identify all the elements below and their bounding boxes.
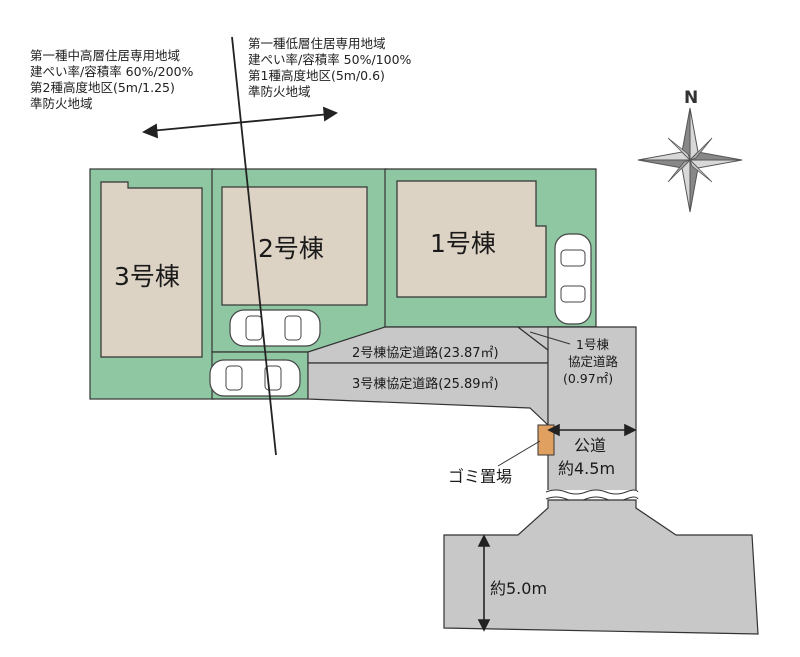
public-road-label: 公道	[574, 436, 606, 455]
zone-right-text-3: 第1種高度地区(5m/0.6)	[248, 68, 385, 83]
zone-right-text-4: 準防火地域	[248, 84, 311, 99]
car-2	[229, 309, 321, 347]
car-3	[209, 359, 301, 397]
main-road-width: 約5.0m	[490, 579, 547, 598]
road-1-leader	[529, 331, 571, 345]
zone-left-text-3: 第2種高度地区(5m/1.25)	[30, 80, 175, 95]
private-roads	[307, 326, 597, 427]
main-road-dimension	[477, 534, 491, 632]
zone-left-text-2: 建ぺい率/容積率 60%/200%	[30, 64, 194, 79]
buildings	[100, 180, 547, 358]
compass-north-label: N	[684, 88, 698, 108]
building-2	[221, 186, 368, 306]
road-2-label: 2号棟協定道路(23.87㎡)	[352, 345, 499, 361]
road-3-label: 3号棟協定道路(25.89㎡)	[352, 376, 499, 392]
zone-left-text-1: 第一種中高層住居専用地域	[30, 48, 180, 63]
car-1	[554, 233, 592, 325]
public-road-width: 約4.5m	[558, 459, 615, 478]
road-1-label-line1: 1号棟	[576, 337, 609, 352]
zone-right-text-2: 建ぺい率/容積率 50%/100%	[248, 52, 412, 67]
compass-icon	[637, 107, 743, 213]
garbage-area	[537, 424, 555, 456]
building-3-label: 3号棟	[114, 262, 180, 291]
building-3	[100, 181, 203, 358]
building-1	[396, 180, 547, 298]
zone-arrow	[141, 106, 338, 139]
zone-left-text-4: 準防火地域	[30, 96, 93, 111]
road-3-area	[307, 362, 549, 427]
building-1-label: 1号棟	[430, 229, 496, 258]
zone-boundary-line	[231, 36, 277, 456]
road-1-label-line3: (0.97㎡)	[563, 371, 613, 386]
break-gap	[544, 490, 640, 500]
zone-right-text-1: 第一種低層住居専用地域	[248, 36, 386, 51]
road-1-label-line2: 協定道路	[568, 354, 619, 369]
building-2-label: 2号棟	[258, 234, 324, 263]
break-mark	[545, 489, 639, 502]
public-road-dimension	[547, 423, 637, 437]
garbage-leader	[497, 440, 541, 467]
main-road	[443, 499, 759, 635]
garbage-label: ゴミ置場	[448, 467, 512, 486]
